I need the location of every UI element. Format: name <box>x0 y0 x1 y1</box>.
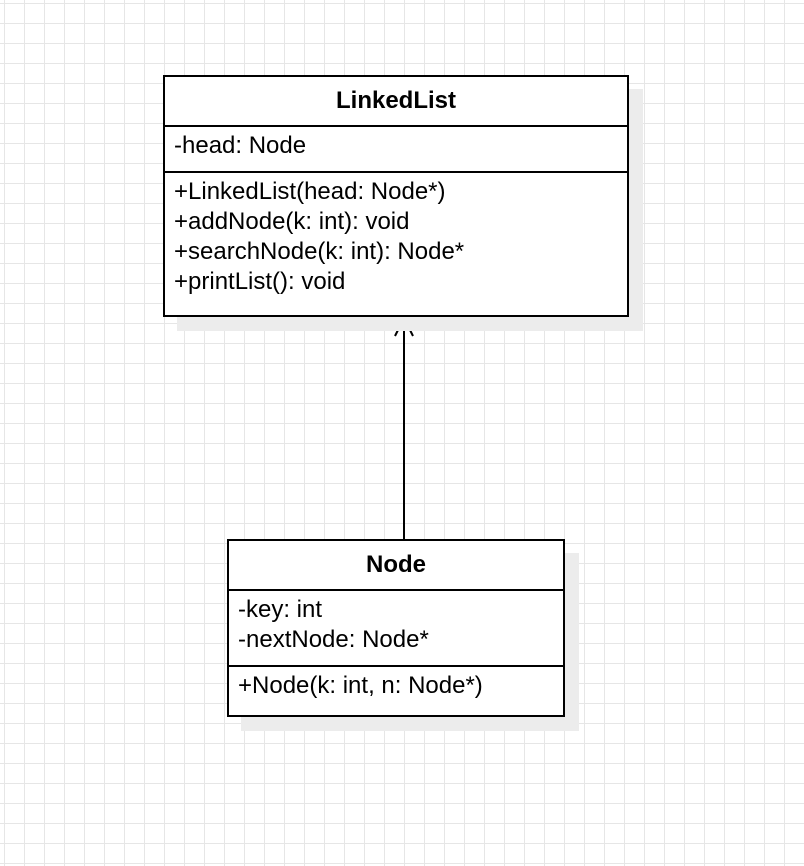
attribute-nextnode: -nextNode: Node* <box>238 626 429 653</box>
class-box-linkedlist[interactable]: LinkedList -head: Node +LinkedList(head:… <box>163 75 629 317</box>
attribute-head: -head: Node <box>174 132 307 159</box>
method-printlist: +printList(): void <box>174 268 346 295</box>
methods-section-node: +Node(k: int, n: Node*) <box>229 667 563 707</box>
method-addnode: +addNode(k: int): void <box>174 208 410 235</box>
attributes-section-linkedlist: -head: Node <box>165 127 627 173</box>
method-searchnode: +searchNode(k: int): Node* <box>174 238 465 265</box>
methods-section-linkedlist: +LinkedList(head: Node*) +addNode(k: int… <box>165 173 627 303</box>
method-constructor-linkedlist: +LinkedList(head: Node*) <box>174 178 446 205</box>
attribute-key: -key: int <box>238 596 323 623</box>
class-box-node[interactable]: Node -key: int -nextNode: Node* +Node(k:… <box>227 539 565 717</box>
class-name-linkedlist: LinkedList <box>165 77 627 127</box>
method-constructor-node: +Node(k: int, n: Node*) <box>238 672 483 699</box>
attributes-section-node: -key: int -nextNode: Node* <box>229 591 563 667</box>
class-name-node: Node <box>229 541 563 591</box>
